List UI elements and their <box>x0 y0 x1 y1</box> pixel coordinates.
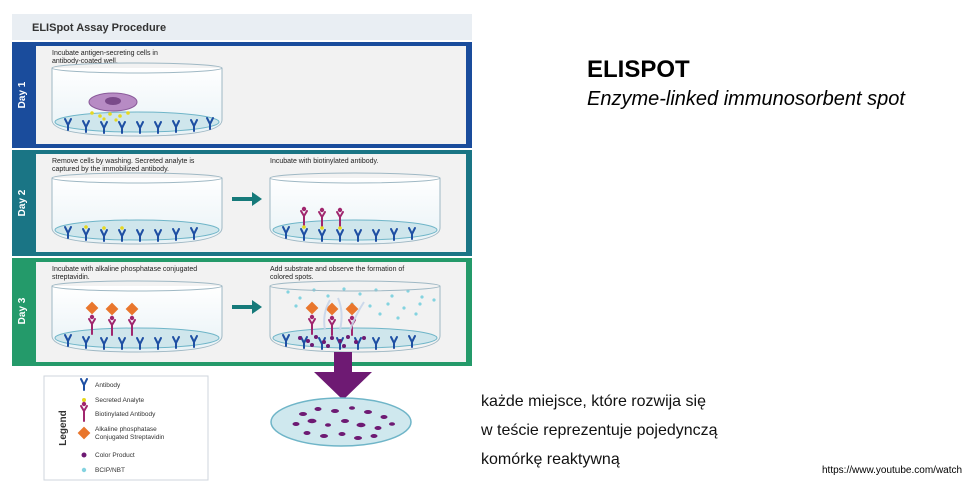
day2-section: Day 2 Remove cells by washing. Secreted … <box>12 150 472 256</box>
day2-well-right <box>269 172 441 245</box>
day2-label: Day 2 <box>17 189 28 216</box>
legend-title: Legend <box>58 410 69 446</box>
legend-label-antibody: Antibody <box>95 382 121 389</box>
legend-label-streptavidin-line1: Alkaline phosphatase <box>95 426 157 433</box>
legend: Legend Antibody Secreted Analyte Biotiny… <box>43 375 209 481</box>
legend-item-biotinylated-antibody: Biotinylated Antibody <box>80 400 156 422</box>
legend-item-streptavidin: Alkaline phosphatase Conjugated Streptav… <box>77 426 165 441</box>
slide-subtitle: Enzyme-linked immunosorbent spot <box>587 88 905 110</box>
day1-secreted-analyte <box>90 111 130 122</box>
header-band <box>12 14 472 40</box>
day1-cell-nucleus <box>105 97 121 105</box>
diagram-title: ELISpot Assay Procedure <box>32 22 166 34</box>
day2-captured-analyte <box>84 225 124 230</box>
day3-step2-text-line2: colored spots. <box>270 274 314 281</box>
source-link[interactable]: https://www.youtube.com/watch <box>822 465 963 476</box>
legend-label-streptavidin-line2: Conjugated Streptavidin <box>95 434 165 441</box>
day3-bcip-particles <box>286 287 436 320</box>
description-line-2: w teście reprezentuje pojedynczą <box>481 422 718 439</box>
description-line-3: komórkę reaktywną <box>481 451 620 468</box>
legend-label-color-product: Color Product <box>95 452 135 459</box>
legend-label-biotinylated-antibody: Biotinylated Antibody <box>95 411 156 418</box>
day1-label: Day 1 <box>17 81 28 108</box>
legend-label-bcip-nbt: BCIP/NBT <box>95 467 125 474</box>
day2-well-left <box>51 172 223 245</box>
day2-step2-text-line1: Incubate with biotinylated antibody. <box>270 158 378 165</box>
description-line-1: każde miejsce, które rozwija się <box>481 393 706 410</box>
day3-reaction-swirl <box>323 297 365 331</box>
day3-step1-text-line2: streptavidin. <box>52 274 90 281</box>
day3-color-product-cluster <box>298 335 366 348</box>
day3-arrow <box>232 300 262 314</box>
slide-title: ELISPOT <box>587 56 690 83</box>
day2-step1-text-line1: Remove cells by washing. Secreted analyt… <box>52 158 195 165</box>
result-arrow <box>314 352 372 400</box>
day1-section: Day 1 Incubate antigen-secreting cells i… <box>12 42 472 148</box>
legend-label-secreted-analyte: Secreted Analyte <box>95 397 145 404</box>
legend-item-secreted-analyte: Secreted Analyte <box>82 397 145 404</box>
legend-item-bcip-nbt: BCIP/NBT <box>81 467 125 474</box>
day3-step1-text-line1: Incubate with alkaline phosphatase conju… <box>52 266 197 273</box>
day3-section: Day 3 Incubate with alkaline phosphatase… <box>12 258 472 366</box>
day3-label: Day 3 <box>17 297 28 324</box>
day2-arrow <box>232 192 262 206</box>
day1-well <box>51 62 223 137</box>
day2-step1-text-line2: captured by the immobilized antibody. <box>52 166 169 173</box>
result-spot-plate <box>270 397 412 447</box>
day1-step-text-line1: Incubate antigen-secreting cells in <box>52 50 158 57</box>
day3-step2-text-line1: Add substrate and observe the formation … <box>270 266 404 273</box>
legend-item-color-product: Color Product <box>81 452 135 459</box>
day2-right-analyte <box>302 225 342 230</box>
day1-step-text-line2: antibody-coated well. <box>52 58 118 65</box>
legend-item-antibody: Antibody <box>80 378 121 391</box>
day3-well-left <box>51 280 223 353</box>
